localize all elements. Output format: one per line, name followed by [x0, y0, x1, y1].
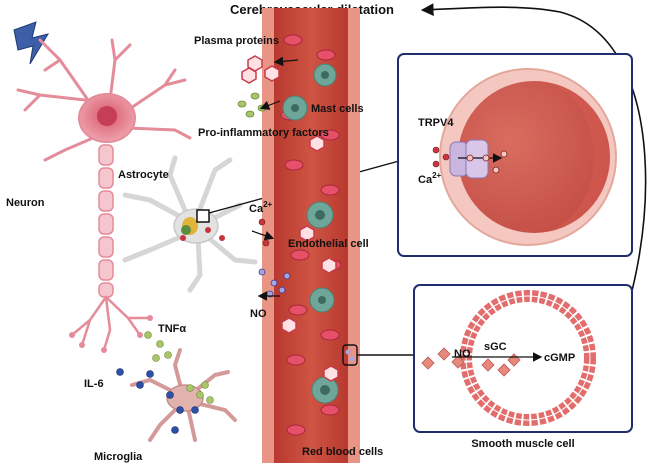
no-inset-label: NO — [454, 348, 471, 360]
neuron — [16, 38, 192, 353]
mast-cells-label: Mast cells — [311, 103, 364, 115]
astrocyte-label: Astrocyte — [118, 169, 169, 181]
ca-inset-label: Ca2+ — [418, 171, 442, 186]
endothelial-label: Endothelial cell — [288, 238, 369, 250]
lightning-icon — [13, 21, 50, 65]
cgmp-label: cGMP — [544, 352, 575, 364]
tnf-label: TNFα — [158, 323, 186, 335]
pro-inflammatory-label: Pro-inflammatory factors — [198, 127, 329, 139]
microglia — [116, 331, 237, 442]
sgc-label: sGC — [484, 341, 507, 353]
astrocyte-zoom-box — [196, 209, 210, 223]
il6-label: IL-6 — [84, 378, 104, 390]
ca-vessel-label: Ca2+ — [249, 200, 273, 215]
astrocyte — [122, 155, 258, 293]
blood-vessel — [241, 8, 360, 463]
neuron-label: Neuron — [6, 197, 45, 209]
smooth-muscle-label: Smooth muscle cell — [471, 438, 574, 450]
feedback-arrow — [420, 3, 647, 361]
microglia-label: Microglia — [94, 451, 143, 463]
inset-trpv4 — [397, 53, 633, 257]
trpv4-label: TRPV4 — [418, 117, 454, 129]
plasma-proteins-label: Plasma proteins — [194, 35, 279, 47]
no-vessel-label: NO — [250, 308, 267, 320]
red-blood-cells-label: Red blood cells — [302, 446, 383, 458]
inset-smooth-muscle — [413, 284, 633, 433]
